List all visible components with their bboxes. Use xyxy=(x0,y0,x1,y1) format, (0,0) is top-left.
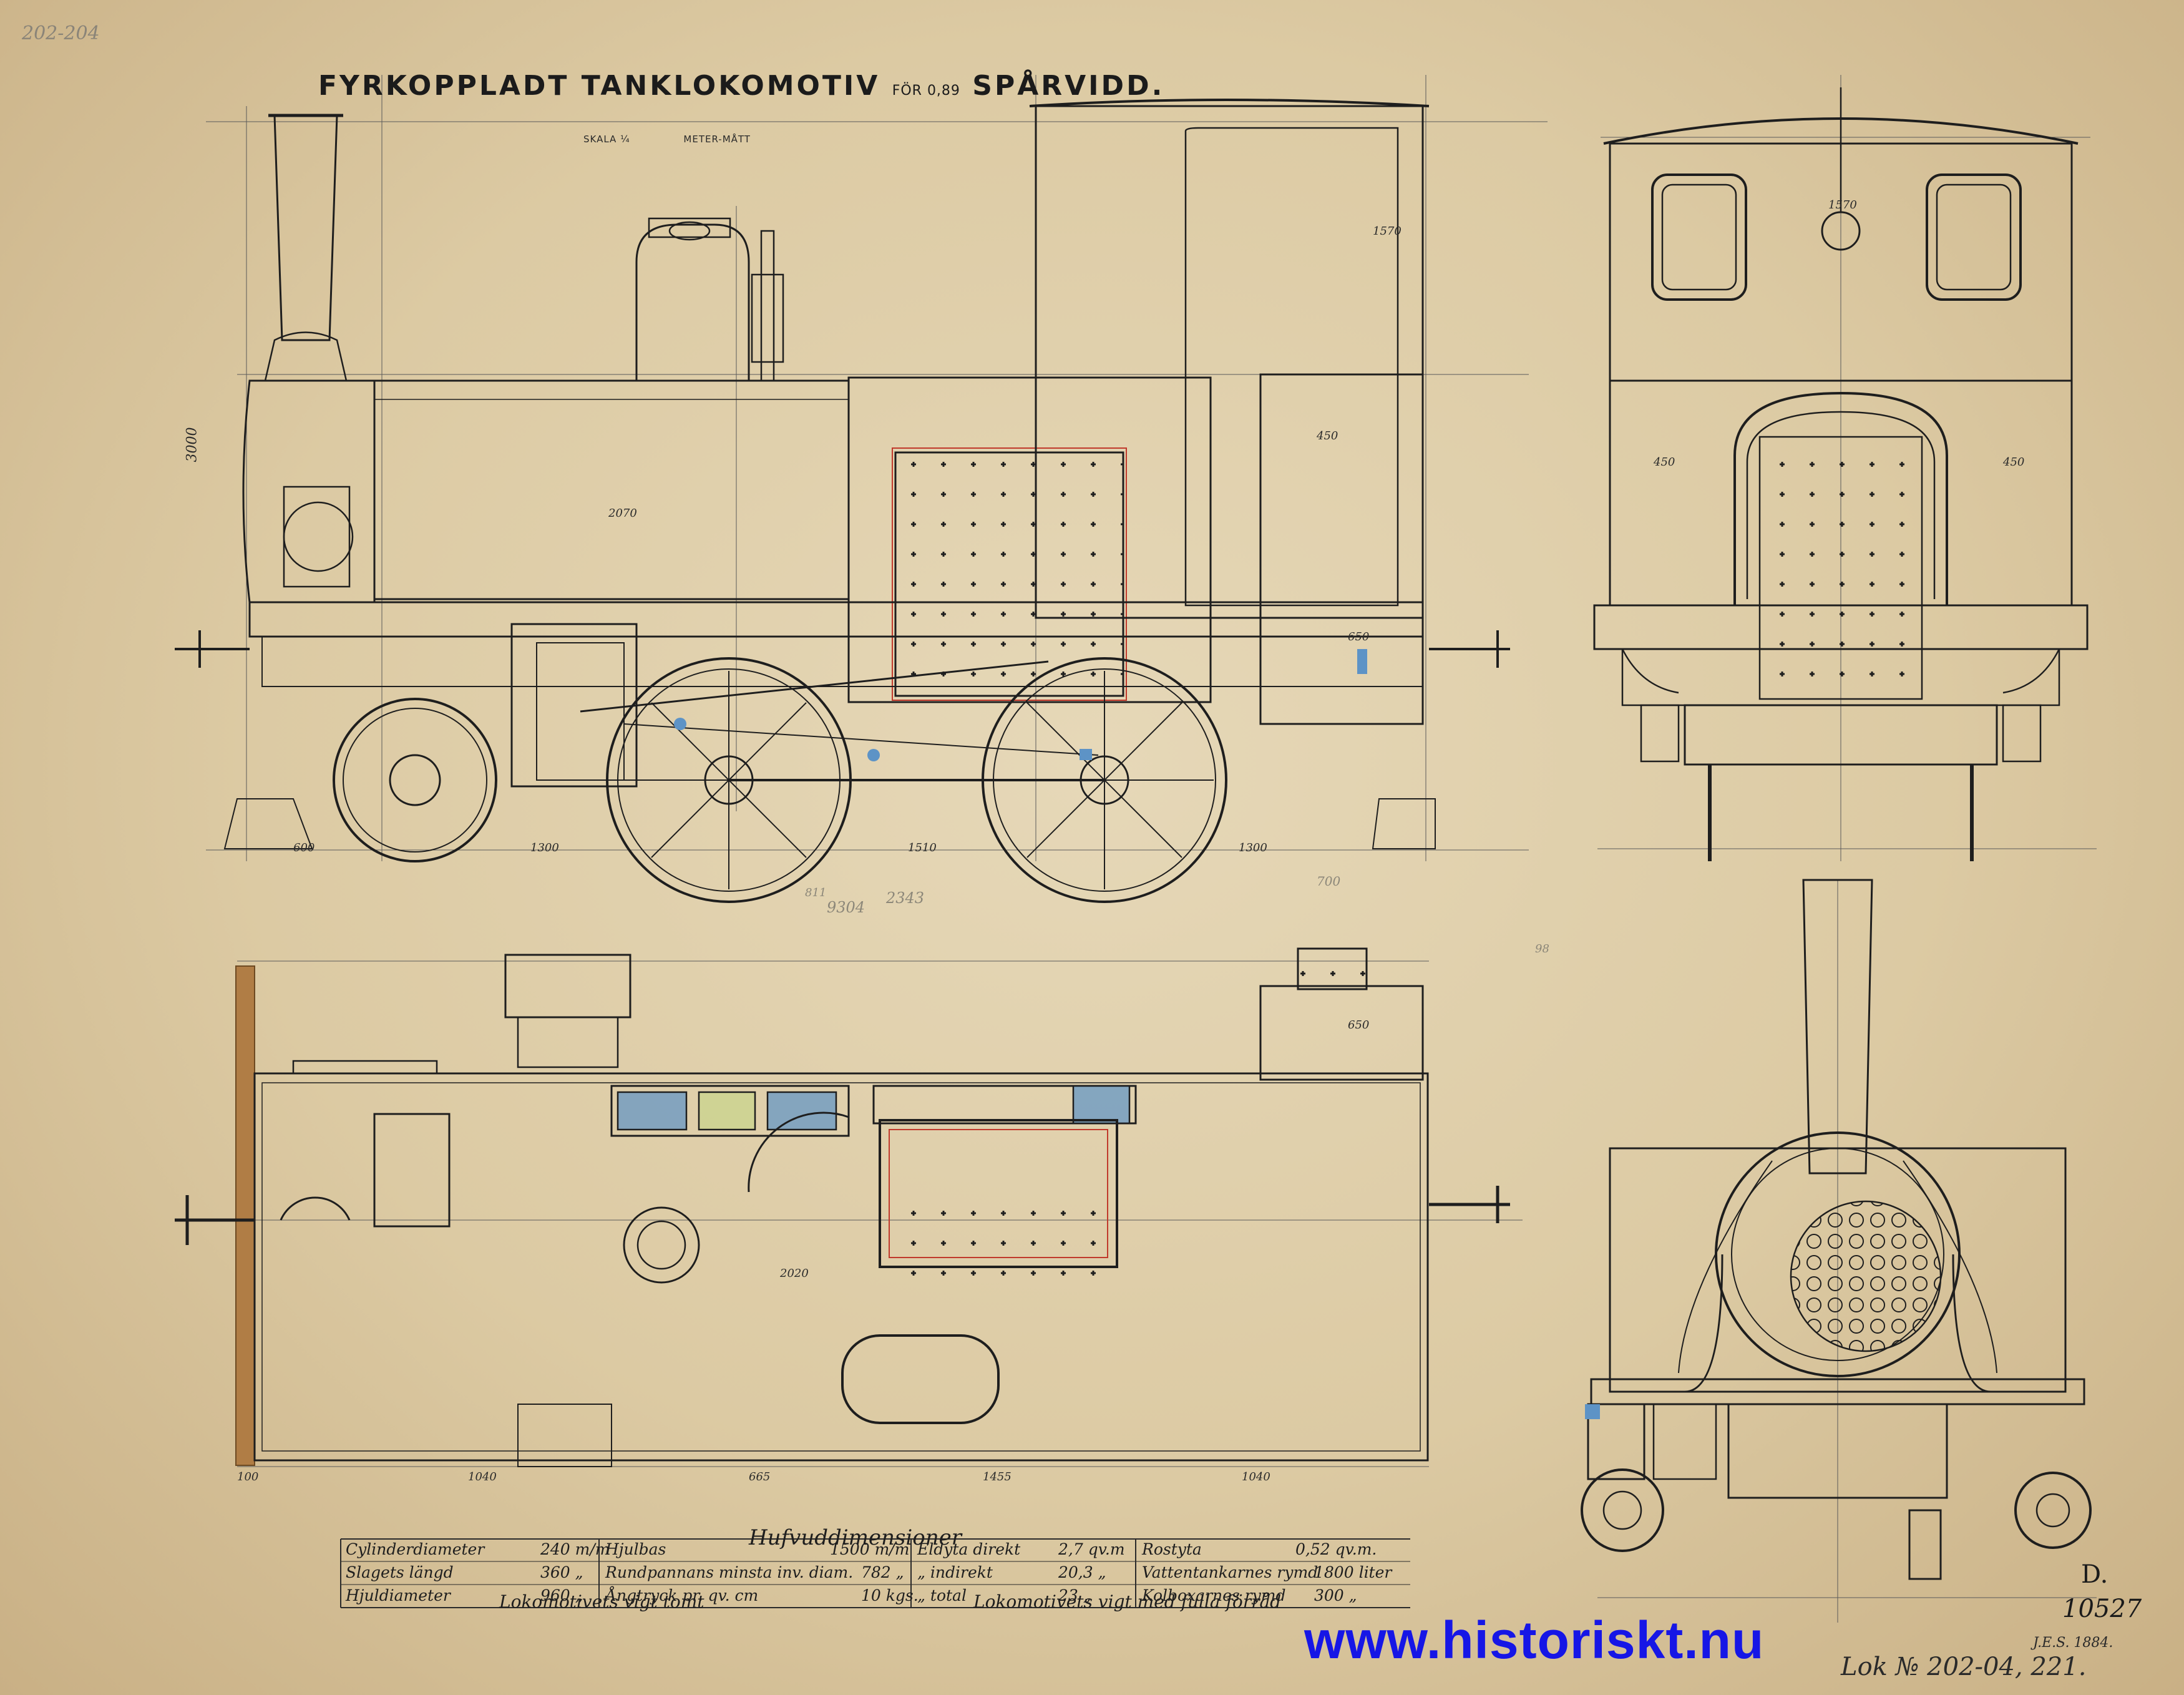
row3-col1-label: Hjuldiameter xyxy=(346,1586,451,1605)
dim-front-450-left: 450 xyxy=(1654,456,1675,469)
row3-col3-label: „ total xyxy=(917,1586,967,1605)
row1-col3-label: Eldyta direkt xyxy=(917,1540,1021,1558)
dim-plan-100: 100 xyxy=(237,1470,259,1483)
dimension-table: Cylinderdiameter 240 m/m Hjulbas 1500 m/… xyxy=(341,1538,1439,1613)
dim-side-bottom-2: 1300 xyxy=(530,841,559,854)
dim-plan-bottom-4: 1040 xyxy=(1242,1470,1270,1483)
rear-elevation xyxy=(1593,75,2097,861)
table-row: Cylinderdiameter 240 m/m Hjulbas 1500 m/… xyxy=(341,1538,1439,1561)
row1-col1-label: Cylinderdiameter xyxy=(346,1540,485,1558)
units-label: METER-MÅTT xyxy=(683,134,751,145)
locomotive-number-note: Lok № 202-04, 221. xyxy=(1841,1653,2087,1681)
dim-front-width: 1570 xyxy=(1828,198,1857,212)
drawing-series-letter: D. xyxy=(2081,1560,2108,1589)
dim-side-650: 650 xyxy=(1348,630,1370,643)
dim-plan-bottom-1: 1040 xyxy=(468,1470,497,1483)
pencil-note-5: 98 xyxy=(1535,942,1549,955)
row1-col4-label: Rostyta xyxy=(1142,1540,1202,1558)
title-main-left: FYRKOPPLADT TANKLOKOMOTIV xyxy=(318,70,880,102)
drafter-signature: J.E.S. 1884. xyxy=(2033,1635,2113,1651)
dim-side-barrel: 2070 xyxy=(608,507,637,520)
dim-side-bottom-3: 1510 xyxy=(908,841,937,854)
pencil-note-1: 9304 xyxy=(827,899,865,916)
weight-empty-label: Lokomotivets vigt tomt xyxy=(499,1591,704,1612)
row3-col4-label: Kolboxarnes rymd xyxy=(1142,1586,1286,1605)
drawing-number: 10527 xyxy=(2062,1595,2142,1623)
pencil-note-3: 811 xyxy=(805,886,827,899)
row2-col4-value: 1800 liter xyxy=(1314,1563,1392,1581)
drawing-title: FYRKOPPLADT TANKLOKOMOTIV FÖR 0,89 SPÅRV… xyxy=(318,70,1164,102)
scale-note: SKALA ¼ METER-MÅTT xyxy=(583,134,801,145)
pencil-note-4: 700 xyxy=(1317,874,1341,889)
dim-front-450-right: 450 xyxy=(2003,456,2025,469)
row1-col1-value: 240 m/m xyxy=(540,1540,610,1558)
row2-col2-label: Rundpannans minsta inv. diam. xyxy=(605,1563,854,1581)
row3-col4-value: 300 „ xyxy=(1314,1586,1357,1605)
weight-full-label: Lokomotivets vigt med fulla förråd xyxy=(973,1591,1282,1612)
dimension-table-frame xyxy=(340,1538,1410,1608)
row1-col3-value: 2,7 qv.m xyxy=(1058,1540,1125,1558)
archive-pencil-note: 202-204 xyxy=(22,22,100,44)
dim-plan-2020: 2020 xyxy=(780,1267,809,1280)
scale-label: SKALA ¼ xyxy=(583,134,630,145)
row3-col2-value: 10 kgs. xyxy=(861,1586,919,1605)
dim-plan-bottom-2: 665 xyxy=(749,1470,771,1483)
row1-col2-label: Hjulbas xyxy=(605,1540,666,1558)
side-elevation xyxy=(175,75,1548,903)
table-row: Slagets längd 360 „ Rundpannans minsta i… xyxy=(341,1561,1439,1584)
row3-col3-value: 23 „ xyxy=(1058,1586,1091,1605)
row3-col2-label: Ångtryck pr. qv. cm xyxy=(605,1586,759,1605)
row1-col2-value: 1500 m/m xyxy=(830,1540,910,1558)
row2-col3-value: 20,3 „ xyxy=(1058,1563,1106,1581)
watermark-url[interactable]: www.historiskt.nu xyxy=(1304,1611,1765,1669)
row2-col4-label: Vattentankarnes rymd xyxy=(1142,1563,1319,1581)
row2-col2-value: 782 „ xyxy=(861,1563,904,1581)
row1-col4-value: 0,52 qv.m. xyxy=(1295,1540,1377,1558)
pencil-note-2: 2343 xyxy=(886,889,925,907)
title-main-right: SPÅRVIDD. xyxy=(972,70,1165,102)
row2-col3-label: „ indirekt xyxy=(917,1563,993,1581)
row2-col1-value: 360 „ xyxy=(540,1563,583,1581)
dim-plan-bottom-3: 1455 xyxy=(983,1470,1012,1483)
plan-section xyxy=(175,947,1523,1467)
row3-col1-value: 960 „ xyxy=(540,1586,583,1605)
front-elevation xyxy=(1581,879,2097,1623)
title-gauge-note: FÖR 0,89 xyxy=(892,83,960,99)
dim-side-450: 450 xyxy=(1317,429,1338,442)
dim-plan-650: 650 xyxy=(1348,1018,1370,1032)
dim-side-tank: 1570 xyxy=(1373,225,1402,238)
dim-side-height: 3000 xyxy=(184,427,200,462)
dim-side-bottom-4: 1300 xyxy=(1239,841,1267,854)
dim-side-bottom-1: 600 xyxy=(293,841,315,854)
table-row: Hjuldiameter 960 „ Ångtryck pr. qv. cm 1… xyxy=(341,1585,1439,1607)
row2-col1-label: Slagets längd xyxy=(346,1563,454,1581)
table-heading: Hufvuddimensioner xyxy=(749,1525,962,1550)
